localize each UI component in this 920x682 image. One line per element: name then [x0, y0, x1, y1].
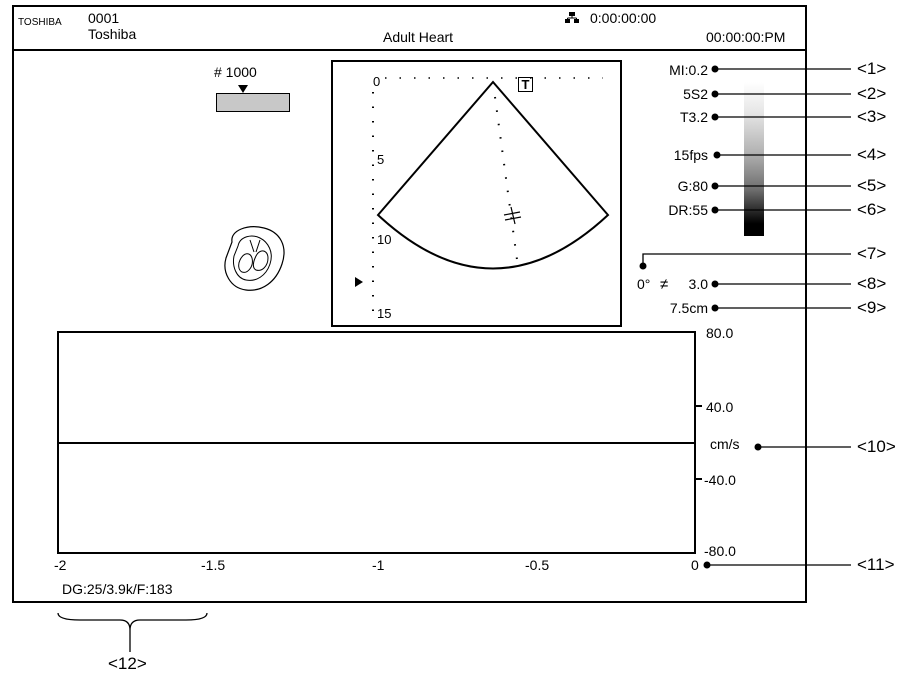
callout-7: <7> — [857, 244, 887, 263]
heart-bodymark-icon — [220, 222, 290, 302]
network-icon — [565, 11, 579, 23]
callout-2: <2> — [857, 84, 887, 103]
header-divider — [12, 49, 807, 51]
depth-tick-10: 10 — [377, 232, 392, 247]
probe-orientation-mark: T — [518, 77, 533, 92]
y-tick-mark-40 — [694, 405, 702, 407]
callout-4: <4> — [857, 145, 887, 164]
preset-name: Adult Heart — [383, 29, 454, 45]
thi-frequency: T3.2 — [679, 109, 708, 125]
y-tick-80: 80.0 — [706, 325, 734, 341]
depth-tick-15: 15 — [377, 306, 392, 321]
bmode-image-area: 0 5 10 15 T — [331, 60, 622, 327]
angle-correction-icon: ≠ — [660, 276, 669, 293]
mi-value: MI:0.2 — [669, 62, 708, 78]
elapsed-timer: 0:00:00:00 — [590, 10, 657, 26]
velocity-unit: cm/s — [710, 436, 740, 452]
grayscale-bar — [744, 82, 764, 236]
patient-id: 0001 — [88, 10, 120, 26]
x-tick-0: 0 — [691, 557, 699, 573]
frame-marker-bar — [216, 93, 290, 112]
screen-frame — [12, 5, 807, 603]
dynamic-range: DR:55 — [668, 202, 708, 218]
depth-tick-5: 5 — [377, 152, 385, 167]
doppler-info: DG:25/3.9k/F:183 — [62, 581, 173, 597]
x-tick-neg1-5: -1.5 — [201, 557, 226, 573]
y-tick-neg40: -40.0 — [704, 472, 736, 488]
callout-3: <3> — [857, 107, 887, 126]
manufacturer-label: TOSHIBA — [18, 17, 62, 28]
frame-number: # 1000 — [214, 64, 257, 80]
angle-correction-value: 3.0 — [688, 276, 708, 292]
callout-8: <8> — [857, 274, 887, 293]
y-tick-neg80: -80.0 — [704, 543, 736, 559]
depth-tick-0: 0 — [373, 74, 381, 89]
callout-9: <9> — [857, 298, 887, 317]
callout-11: <11> — [857, 555, 895, 574]
frame-rate: 15fps — [673, 147, 708, 163]
y-tick-40: 40.0 — [706, 399, 734, 415]
x-tick-neg0-5: -0.5 — [525, 557, 550, 573]
display-depth: 7.5cm — [669, 300, 708, 316]
gain-value: G:80 — [677, 178, 708, 194]
probe-name: 5S2 — [683, 86, 708, 102]
x-tick-neg2: -2 — [54, 557, 67, 573]
clock: 00:00:00:PM — [706, 29, 786, 45]
y-tick-mark-neg40 — [694, 478, 702, 480]
callout-12: <12> — [108, 654, 147, 673]
x-tick-neg1: -1 — [372, 557, 385, 573]
frame-marker-arrow-icon — [238, 80, 248, 98]
callout-5: <5> — [857, 176, 887, 195]
callout-1: <1> — [857, 59, 887, 78]
angle-value: 0° — [637, 276, 651, 292]
doppler-baseline — [57, 442, 696, 444]
callout-10: <10> — [857, 437, 896, 456]
callout-6: <6> — [857, 200, 887, 219]
patient-name: Toshiba — [88, 26, 137, 42]
